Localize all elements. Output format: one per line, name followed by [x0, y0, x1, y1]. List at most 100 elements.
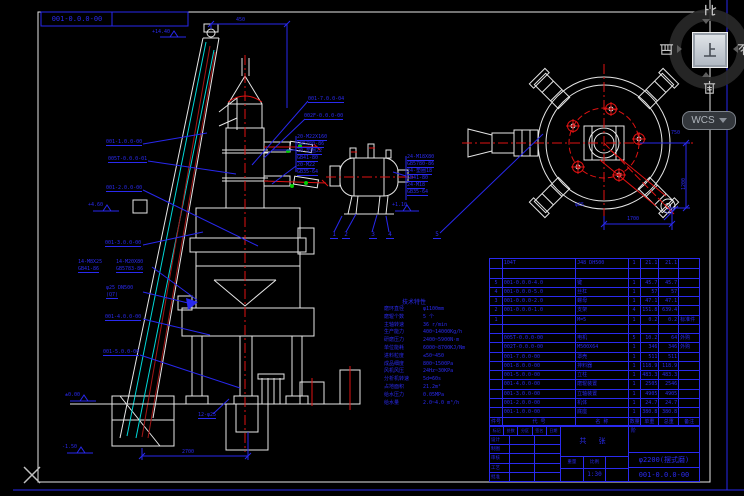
- bom-cell: 底座: [576, 408, 629, 417]
- bom-cell: [629, 324, 641, 334]
- viewcube-rotate-down-icon[interactable]: [702, 72, 710, 77]
- bom-cell: 001-8.0.0-00: [503, 361, 577, 371]
- bom-cell: [679, 390, 699, 398]
- title-block-middle: 共 张 重量 比例 1:30: [561, 426, 629, 481]
- title-block-signature-row: 制图: [490, 445, 560, 455]
- bom-cell: 47.1: [659, 297, 680, 306]
- viewcube-east-label[interactable]: [736, 42, 744, 57]
- bom-cell: 1: [629, 259, 641, 269]
- bom-cell: [490, 408, 503, 417]
- bom-cell: 57: [659, 287, 680, 297]
- bom-cell: 639.4: [659, 306, 680, 315]
- chevron-down-icon: [718, 118, 727, 123]
- part-label: φ25 DN500: [106, 285, 134, 291]
- viewcube[interactable]: [659, 4, 744, 94]
- viewcube-rotate-up-icon[interactable]: [702, 19, 710, 24]
- spec-title: 技术特性: [402, 299, 427, 306]
- bom-cell: 118.9: [642, 361, 660, 371]
- bom-cell: [641, 269, 660, 278]
- level-marker: ±0.00: [65, 392, 81, 398]
- item-balloon: 1: [330, 232, 338, 239]
- bom-cell: 45.7: [641, 278, 660, 287]
- bom-cell: 001-7.0.0-00: [503, 352, 577, 361]
- bom-cell: 5: [629, 334, 641, 343]
- bom-cell: 罩壳: [576, 352, 629, 361]
- viewcube-rotate-right-icon[interactable]: [733, 45, 738, 53]
- bom-cell: [659, 324, 680, 334]
- item-balloon: 2: [342, 232, 350, 239]
- part-label: 001-7.0.0-04: [308, 96, 345, 103]
- spec-row-value: 2.0~4.0 m³/h: [423, 399, 460, 406]
- bom-header-cell: 数量: [629, 417, 641, 426]
- bom-cell: M500X64: [576, 343, 629, 352]
- mill-fastener-note: 20-垫圈22: [297, 147, 323, 155]
- item-balloon: 5: [433, 232, 441, 239]
- bom-cell: [679, 297, 699, 305]
- bom-cell: [490, 269, 503, 278]
- bom-cell: 47.1: [641, 297, 660, 306]
- part-label: 001-3.0.0-00: [105, 240, 142, 247]
- bom-cell: [679, 353, 699, 361]
- bom-cell: M=5: [576, 315, 629, 324]
- title-block-header-cell: 日期: [549, 428, 558, 433]
- bom-cell: [490, 399, 503, 408]
- vessel-fastener-note: GB41-80: [407, 174, 429, 182]
- bom-cell: 001-0.0.0-1.0: [503, 306, 577, 315]
- spec-row-label: 成品细度: [384, 360, 405, 367]
- spec-row-value: 24Hz~30KPa: [423, 368, 454, 375]
- bom-cell: [503, 315, 577, 324]
- spec-row-value: 0.05MPa: [423, 391, 445, 398]
- bom-cell: [679, 399, 699, 407]
- bom-cell: 2505: [641, 380, 660, 389]
- spec-row-label: 磨环直径: [384, 306, 405, 312]
- bom-header-cell: 总重: [659, 417, 680, 426]
- part-label: 001-1.0.0-00: [106, 139, 143, 146]
- dimension-lines: [138, 20, 690, 460]
- leader-lines: [67, 30, 544, 454]
- wcs-selector[interactable]: WCS: [682, 111, 736, 130]
- spec-row-label: 占地面积: [384, 384, 405, 390]
- bom-cell: 立轴装置: [576, 389, 629, 398]
- bom-cell: 380.8: [642, 408, 660, 417]
- bom-cell: 0.2: [659, 315, 680, 324]
- part-label: (Q7): [106, 292, 119, 299]
- viewcube-west-label[interactable]: [659, 42, 674, 57]
- title-block-header-cell: 处数: [504, 426, 519, 435]
- title-block-signatures: 标记处数分区签名日期 设计制图审核工艺批准: [490, 426, 561, 481]
- bom-cell: 45.7: [659, 278, 680, 287]
- bom-cell: [490, 324, 503, 334]
- vessel-fastener-note: 24-垫圈18: [407, 167, 433, 175]
- viewcube-rotate-left-icon[interactable]: [677, 45, 682, 53]
- bom-cell: 1: [490, 315, 503, 324]
- bom-cell: 1: [629, 343, 641, 352]
- title-block-header-cell: 标记: [490, 426, 505, 435]
- ucs-x-icon: [23, 466, 41, 484]
- title-block-header-cell: 签名: [533, 426, 547, 435]
- bom-cell: 001-4.0.0-00: [503, 380, 577, 389]
- mill-fastener-note: GB41-80: [297, 154, 319, 162]
- bom-cell: 4905: [659, 389, 680, 398]
- bom-cell: 483.3: [659, 371, 680, 380]
- bom-cell: 001-0.0.0-4.0: [503, 278, 577, 287]
- viewcube-up-face[interactable]: [692, 32, 728, 68]
- bom-cell: 4: [490, 287, 503, 297]
- level-marker: +4.60: [88, 202, 104, 208]
- viewcube-south-label[interactable]: [702, 80, 717, 95]
- spec-row-value: 21.2m²: [423, 384, 442, 390]
- bom-cell: 1: [629, 361, 641, 371]
- part-label: GB5783-86: [116, 266, 144, 273]
- bom-cell: [679, 279, 699, 287]
- bom-cell: [576, 269, 629, 278]
- bom-cell: 4: [629, 306, 641, 315]
- bom-cell: 丝杠: [576, 287, 629, 297]
- bom-cell: 键: [576, 278, 629, 287]
- viewcube-north-label[interactable]: [702, 3, 717, 18]
- weight-label: 重量: [561, 456, 584, 469]
